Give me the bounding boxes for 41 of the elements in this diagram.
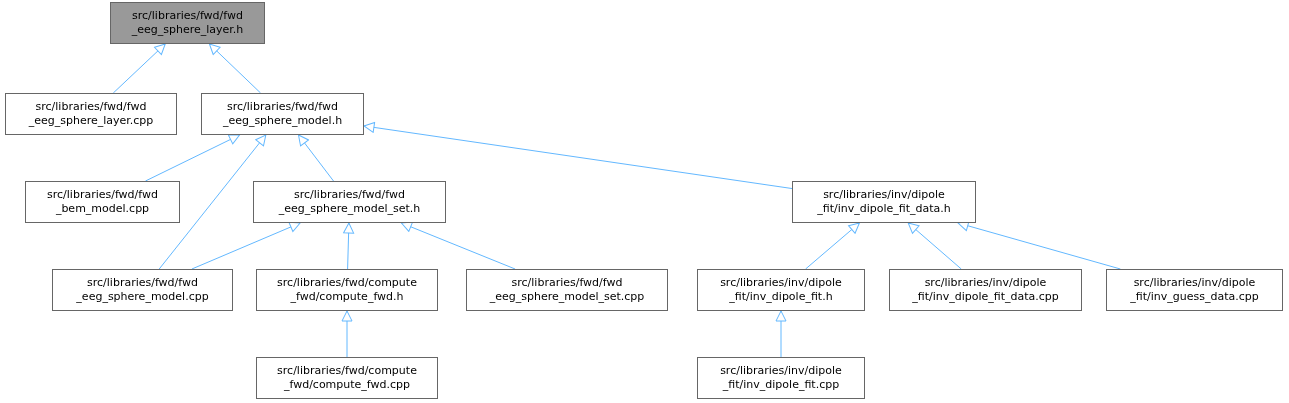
arrow [144, 134, 241, 182]
arrow [907, 222, 962, 270]
file-path: src/libraries/inv/dipole _fit/inv_dipole_fit.cpp [719, 364, 843, 392]
file-box [1106, 269, 1283, 311]
file-path: src/libraries/fwd/fwd _eeg_sphere_model_set.h [277, 188, 422, 216]
file-box [256, 269, 438, 311]
arrow [208, 43, 262, 94]
arrow [400, 221, 516, 270]
file-box [5, 93, 177, 135]
arrow [298, 134, 334, 182]
file-path: src/libraries/fwd/fwd _eeg_sphere_model.h [221, 100, 344, 128]
file-path: src/libraries/fwd/fwd _eeg_sphere_layer.h [130, 9, 245, 37]
arrow [112, 43, 166, 94]
arrow [343, 222, 355, 270]
file-box [889, 269, 1082, 311]
file-box [201, 93, 364, 135]
file-path: src/libraries/inv/dipole _fit/inv_guess_data.cpp [1129, 276, 1260, 304]
arrow [191, 221, 301, 270]
file-box [466, 269, 668, 311]
file-box [792, 181, 976, 223]
arrow [805, 222, 860, 270]
arrow [341, 310, 353, 358]
file-box [253, 181, 446, 223]
arrow [363, 121, 793, 190]
file-box [697, 357, 865, 399]
file-box [256, 357, 438, 399]
file-path: src/libraries/fwd/fwd _bem_model.cpp [46, 188, 159, 216]
file-box [697, 269, 865, 311]
file-box [25, 181, 180, 223]
file-path: src/libraries/fwd/fwd _eeg_sphere_model.cpp [75, 276, 210, 304]
arrow [775, 310, 787, 358]
file-path: src/libraries/fwd/compute _fwd/compute_fwd.h [276, 276, 418, 304]
file-path: src/libraries/inv/dipole _fit/inv_dipole_fit_data.h [816, 188, 952, 216]
highlighted-file-box [110, 2, 265, 44]
file-path: src/libraries/fwd/fwd _eeg_sphere_layer.cpp [27, 100, 155, 128]
file-box [52, 269, 233, 311]
file-path: src/libraries/inv/dipole _fit/inv_dipole_fit_data.cpp [911, 276, 1060, 304]
file-path: src/libraries/fwd/compute _fwd/compute_fwd.cpp [276, 364, 418, 392]
file-path: src/libraries/inv/dipole _fit/inv_dipole_fit.h [719, 276, 843, 304]
file-path: src/libraries/fwd/fwd _eeg_sphere_model_set.cpp [488, 276, 646, 304]
arrow [158, 134, 267, 270]
